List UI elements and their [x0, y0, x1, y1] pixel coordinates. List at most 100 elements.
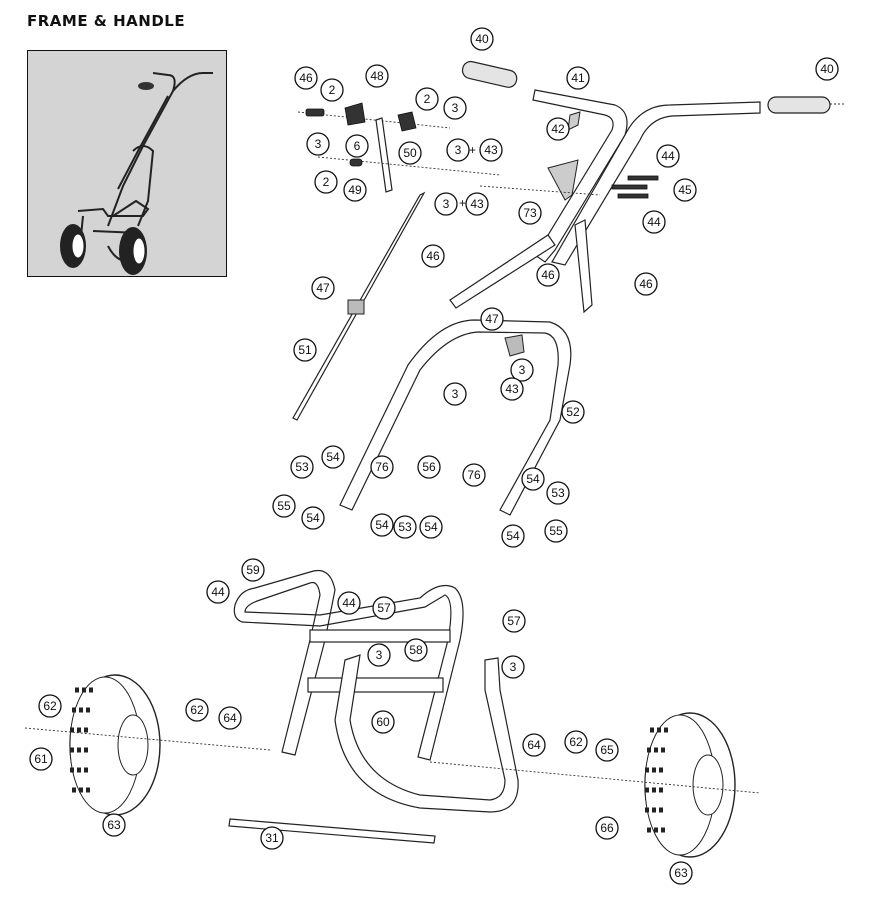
callout-part-3: 3 — [306, 132, 330, 156]
callout-part-55: 55 — [272, 494, 296, 518]
callout-part-41: 41 — [566, 66, 590, 90]
callout-part-43: 43 — [500, 377, 524, 401]
callout-part-6: 6 — [345, 134, 369, 158]
callout-label: 52 — [566, 405, 580, 419]
callout-circle — [595, 816, 619, 840]
callout-circle — [443, 96, 467, 120]
callout-label: 43 — [505, 382, 519, 396]
callout-circle — [421, 244, 445, 268]
callout-circle — [415, 87, 439, 111]
callout-label: 46 — [639, 277, 653, 291]
callout-part-44: 44 — [206, 580, 230, 604]
callout-label: 73 — [523, 206, 537, 220]
left-wheel-63 — [24, 674, 271, 816]
callout-circle — [343, 178, 367, 202]
callout-circle — [206, 580, 230, 604]
callout-part-64: 64 — [522, 733, 546, 757]
callout-label: 3 — [455, 143, 462, 157]
callout-part-53: 53 — [393, 515, 417, 539]
callout-circle — [311, 276, 335, 300]
callout-circle — [634, 272, 658, 296]
callout-circle — [185, 698, 209, 722]
callout-label: 3 — [315, 137, 322, 151]
callout-label: 45 — [678, 183, 692, 197]
callout-circle — [443, 382, 467, 406]
callout-circle — [372, 596, 396, 620]
callout-label: 46 — [299, 71, 313, 85]
callout-label: 47 — [485, 312, 499, 326]
callout-part-49: 49 — [343, 178, 367, 202]
callout-circle — [345, 134, 369, 158]
callout-circle — [544, 519, 568, 543]
callout-circle — [518, 201, 542, 225]
callout-circle — [470, 27, 494, 51]
callout-circle — [393, 515, 417, 539]
callout-circle — [669, 861, 693, 885]
callout-part-61: 61 — [29, 747, 53, 771]
callout-label: 76 — [375, 460, 389, 474]
callout-circle — [371, 710, 395, 734]
callout-label: 64 — [527, 738, 541, 752]
callout-circle — [465, 192, 489, 216]
callout-circle — [434, 192, 458, 216]
plus-sign: + — [469, 143, 476, 157]
lower-handle-tube — [449, 219, 593, 314]
callout-circle — [815, 57, 839, 81]
callout-label: 50 — [403, 146, 417, 160]
callout-part-54: 54 — [419, 515, 443, 539]
callout-circle — [337, 591, 361, 615]
callout-circle — [500, 377, 524, 401]
callout-part-40: 40 — [815, 57, 839, 81]
callout-label: 63 — [107, 818, 121, 832]
callout-part-2: 2 — [314, 170, 338, 194]
callout-label: 3 — [452, 101, 459, 115]
callout-label: 63 — [674, 866, 688, 880]
callout-circle — [367, 643, 391, 667]
callout-label: 51 — [298, 343, 312, 357]
callout-part-63: 63 — [102, 813, 126, 837]
callout-part-54: 54 — [370, 513, 394, 537]
callout-circle — [260, 826, 284, 850]
bracket-73 — [479, 111, 601, 201]
section-title: FRAME & HANDLE — [27, 12, 186, 30]
callout-part-44: 44 — [337, 591, 361, 615]
callout-part-42: 42 — [546, 117, 570, 141]
callout-circle — [673, 178, 697, 202]
callout-part-46: 46 — [536, 263, 560, 287]
callout-circle — [501, 524, 525, 548]
callout-circle — [272, 494, 296, 518]
callout-part-54: 54 — [301, 506, 325, 530]
callout-label: 3 — [443, 197, 450, 211]
callout-part-57: 57 — [502, 609, 526, 633]
callout-label: 3 — [519, 363, 526, 377]
callout-label: 53 — [398, 520, 412, 534]
callout-part-55: 55 — [544, 519, 568, 543]
callout-circle — [479, 138, 503, 162]
callout-circle — [306, 132, 330, 156]
callout-circle — [656, 144, 680, 168]
handle-bar-41 — [461, 60, 845, 266]
callout-part-3: 3 — [510, 358, 534, 382]
callout-label: 59 — [246, 563, 260, 577]
callout-circle — [294, 66, 318, 90]
callout-part-46: 46 — [294, 66, 318, 90]
callout-circle — [480, 307, 504, 331]
callout-label: 46 — [426, 249, 440, 263]
callout-label: 57 — [377, 601, 391, 615]
callout-part-54: 54 — [321, 445, 345, 469]
callout-label: 2 — [323, 175, 330, 189]
callout-label: 54 — [526, 472, 540, 486]
callout-circle — [320, 78, 344, 102]
callout-label: 54 — [506, 529, 520, 543]
callout-label: 3 — [376, 648, 383, 662]
callout-label: 53 — [295, 460, 309, 474]
callout-part-43: 43 — [479, 138, 503, 162]
callout-label: 60 — [376, 715, 390, 729]
callout-label: 65 — [600, 743, 614, 757]
callout-label: 44 — [661, 149, 675, 163]
callout-label: 2 — [424, 92, 431, 106]
callout-part-44: 44 — [656, 144, 680, 168]
callout-part-63: 63 — [669, 861, 693, 885]
callout-part-44: 44 — [642, 210, 666, 234]
